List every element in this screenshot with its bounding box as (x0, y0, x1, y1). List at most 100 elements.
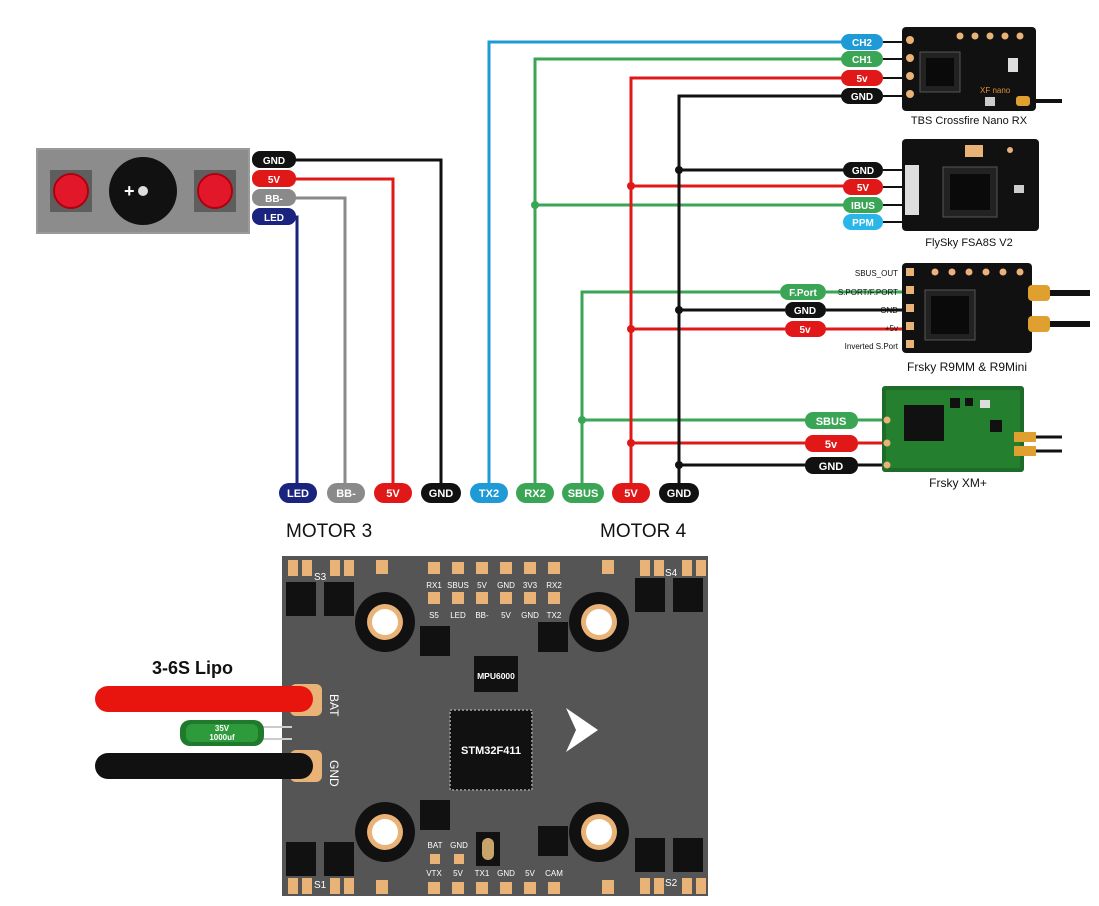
pad-5v-b: 5V (624, 488, 638, 500)
corner-s3: S3 (314, 572, 327, 583)
r9mm-side-gnd: GND (880, 306, 898, 315)
wire-buzzer-bb (290, 196, 347, 483)
motor-pads (288, 560, 706, 894)
pad-label-3v3: 3V3 (523, 581, 538, 590)
buzzer-pin-5v: 5V (268, 175, 281, 186)
pad-bb: BB- (336, 488, 356, 500)
r9mm-side-inverted: Inverted S.Port (845, 342, 899, 351)
pad-label-5v-top: 5V (477, 581, 487, 590)
pad-label-bat-small: BAT (428, 841, 443, 850)
r9mm-name: Frsky R9MM & R9Mini (907, 360, 1027, 374)
pad-label-tx1: TX1 (475, 869, 490, 878)
wire-rx2 (533, 57, 845, 483)
pad-label-gnd-bottom: GND (497, 869, 515, 878)
bottom-pad-labels: LED BB- 5V GND TX2 RX2 SBUS 5V GND (279, 483, 699, 503)
r9mm-pin-5v: 5v (799, 325, 811, 336)
xm-pin-gnd: GND (819, 461, 844, 473)
receiver-flysky: FlySky FSA8S V2 (902, 139, 1039, 249)
pad-sbus: SBUS (568, 488, 599, 500)
flysky-pin-gnd: GND (852, 166, 874, 177)
motor-4-label: MOTOR 4 (600, 521, 687, 542)
crossfire-pin-gnd: GND (851, 92, 873, 103)
r9mm-side-sport: S.PORT/F.PORT (838, 288, 898, 297)
flysky-pins: GND 5V IBUS PPM (843, 162, 905, 230)
buzzer-pin-gnd: GND (263, 156, 285, 167)
r9mm-side-5v: +5v (885, 324, 898, 333)
flysky-pin-ibus: IBUS (851, 201, 875, 212)
chip-stm32f411: STM32F411 (461, 745, 521, 757)
cap-voltage: 35V (215, 724, 230, 733)
board-bat-pad: BAT (327, 694, 341, 717)
pad-gnd-a: GND (429, 488, 454, 500)
pad-label-led: LED (450, 611, 466, 620)
buzzer-pin-bb: BB- (265, 194, 283, 205)
junction-dots (531, 166, 683, 469)
pad-label-gnd-small: GND (450, 841, 468, 850)
buzzer-plus-symbol: + (124, 181, 135, 201)
pad-label-bb: BB- (475, 611, 489, 620)
pad-label-vtx: VTX (426, 869, 442, 878)
motor-3-label: MOTOR 3 (286, 521, 372, 542)
pad-gnd-b: GND (667, 488, 692, 500)
xm-pins: SBUS 5v GND (805, 412, 858, 474)
crossfire-pin-ch1: CH1 (852, 55, 872, 66)
r9mm-side-labels: SBUS_OUT S.PORT/F.PORT GND +5v Inverted … (838, 269, 899, 351)
pad-5v-a: 5V (386, 488, 400, 500)
buzzer-pin-led: LED (264, 213, 284, 224)
r9mm-pins: F.Port GND 5v (780, 284, 826, 337)
xm-pin-sbus: SBUS (816, 416, 847, 428)
pad-label-gnd-top: GND (497, 581, 515, 590)
battery-leads: 3-6S Lipo 35V 1000uf (95, 658, 313, 779)
r9mm-pin-fport: F.Port (789, 288, 817, 299)
receiver-r9mm: Frsky R9MM & R9Mini (902, 263, 1090, 374)
pad-label-5v-bottom: 5V (453, 869, 463, 878)
flysky-name: FlySky FSA8S V2 (925, 237, 1012, 249)
wire-sbus (580, 290, 780, 483)
wire-buzzer-led (290, 215, 299, 483)
pad-label-tx2: TX2 (547, 611, 562, 620)
board-top-row-1: RX1 SBUS 5V GND 3V3 RX2 (426, 581, 562, 590)
crossfire-name: TBS Crossfire Nano RX (911, 115, 1028, 127)
mounting-holes (355, 592, 629, 862)
xm-pin-5v: 5v (825, 439, 838, 451)
pad-label-5v-top2: 5V (501, 611, 511, 620)
crossfire-chip-text: XF nano (980, 86, 1011, 95)
crossfire-pin-5v: 5v (856, 74, 868, 85)
wires (290, 40, 905, 483)
board-bottom-row-1: BAT GND (428, 841, 469, 850)
board-top-row-2: S5 LED BB- 5V GND TX2 (429, 611, 562, 620)
chip-mpu6000: MPU6000 (477, 671, 515, 681)
wire-buzzer-5v (290, 177, 395, 483)
receiver-xm: Frsky XM+ (882, 386, 1062, 490)
corner-s2: S2 (665, 878, 678, 889)
wire-gnd (677, 94, 845, 483)
crossfire-pins: CH2 CH1 5v GND (841, 34, 905, 104)
pad-label-cam: CAM (545, 869, 563, 878)
pad-tx2: TX2 (479, 488, 499, 500)
cap-value: 1000uf (209, 733, 235, 742)
r9mm-side-sbus-out: SBUS_OUT (855, 269, 898, 278)
board-gnd-pad: GND (327, 760, 341, 787)
flysky-pin-ppm: PPM (852, 218, 874, 229)
buzzer-module: + (36, 148, 250, 234)
receiver-crossfire: XF nano TBS Crossfire Nano RX (902, 27, 1062, 127)
led-left-icon (53, 173, 89, 209)
buzzer-pins: GND 5V BB- LED (252, 151, 296, 225)
direction-arrow-icon (566, 708, 598, 752)
wire-5v (629, 76, 845, 483)
pad-label-rx2: RX2 (546, 581, 562, 590)
xm-name: Frsky XM+ (929, 476, 987, 490)
battery-label: 3-6S Lipo (152, 658, 233, 678)
pad-led: LED (287, 488, 309, 500)
pad-label-s5: S5 (429, 611, 439, 620)
wire-tx2 (487, 40, 845, 483)
corner-s1: S1 (314, 880, 327, 891)
flight-controller-board: S3 S4 S1 S2 RX1 SBUS 5V GND 3V3 RX2 S5 L… (282, 556, 708, 896)
r9mm-pin-gnd: GND (794, 306, 816, 317)
wire-buzzer-gnd (290, 158, 443, 483)
pad-label-gnd-top2: GND (521, 611, 539, 620)
flysky-pin-5v: 5V (857, 183, 870, 194)
pad-rx2: RX2 (524, 488, 545, 500)
